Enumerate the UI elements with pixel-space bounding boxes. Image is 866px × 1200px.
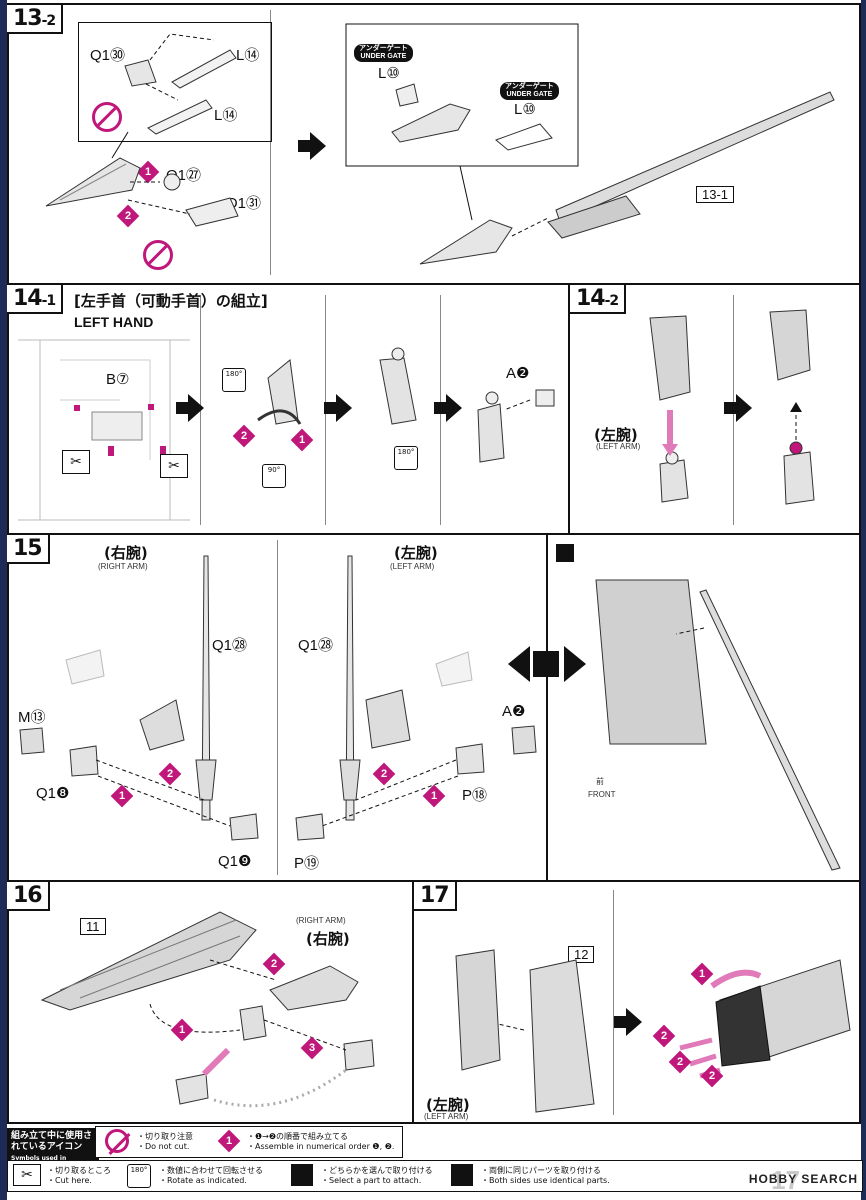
section-rule [7,880,861,882]
right-arm-label-en: (RIGHT ARM) [296,916,346,925]
step-17-drawing [455,949,851,1113]
label-l10-a: L⑩ [378,65,400,82]
step-14-1-label: 14-1 [7,285,64,314]
step-arrow [434,394,462,422]
label-m13: M⑬ [18,709,46,726]
label-q1-30: Q1㉚ [90,47,126,64]
do-not-cut-icon [105,1129,129,1153]
legend-text: ・切り取り注意・Do not cut. [137,1132,193,1151]
label-q1-28-right: Q1㉘ [212,637,248,654]
watermark-logo: HOBBY SEARCH [748,1172,858,1186]
ref-13-1: 13-1 [696,186,735,203]
callout-box-13 [78,22,272,142]
label-a2: A❷ [502,703,526,720]
right-arm-label-jp: (右腕) [104,544,148,562]
step-arrow [298,132,326,160]
label-p19: P⑲ [294,855,320,872]
both-sides-icon [451,1164,473,1186]
legend-row-top [95,1126,403,1158]
legend-text: ・切り取るところ・Cut here. [47,1166,111,1185]
order-2-marker: 2 [668,1050,692,1074]
legend-text: ・数値に合わせて回転させる・Rotate as indicated. [159,1166,263,1185]
section-rule [7,283,861,285]
order-2-marker: 2 [652,1024,676,1048]
page-number: 17 [771,1165,800,1195]
step-13-2-label: 13-2 [7,5,64,34]
left-arm-label-en: (LEFT ARM) [390,562,435,571]
label-l14-a: L⑭ [236,47,260,64]
label-b7: B⑦ [106,371,130,388]
left-arm-label-jp: (左腕) [426,1096,470,1114]
select-part-icon [291,1164,313,1186]
step-arrow [176,394,204,422]
do-not-cut-icon [92,102,122,132]
order-icon: 1 [217,1129,241,1153]
section-rule [7,1122,861,1124]
step-arrow [724,394,752,422]
divider-14 [568,283,570,535]
front-label-en: FRONT [588,790,616,799]
label-q1-8: Q1❽ [36,785,70,802]
step-14-1-subtitle: LEFT HAND [74,314,154,330]
both-sides-icon [556,544,574,562]
label-l14-b: L⑭ [214,107,238,124]
frame-right [859,3,861,1123]
step-14-2-label: 14-2 [570,285,627,314]
label-l10-b: L⑩ [514,101,536,118]
legend-text: ・どちらかを選んで取り付ける・Select a part to attach. [321,1166,433,1185]
rotate-icon: 180° [394,446,418,470]
step-arrow [614,1008,642,1036]
left-arm-label-en: (LEFT ARM) [424,1112,469,1121]
right-arm-label-jp: (右腕) [306,930,350,948]
page-edge-right [861,0,866,1200]
label-q1-28-left: Q1㉘ [298,637,334,654]
divider-16 [412,880,414,1124]
rotate-icon: 180° [222,368,246,392]
select-part-icon [533,651,559,677]
legend-text: ・両側に同じパーツを取り付ける・Both sides use identical… [481,1166,610,1185]
left-arm-label-jp: (左腕) [594,426,638,444]
order-2-marker: 2 [700,1064,724,1088]
step-15-label: 15 [7,535,50,564]
label-q1-9: Q1❾ [218,853,252,870]
rotate-icon: 180° [127,1164,151,1188]
step-17-label: 17 [414,882,457,911]
do-not-cut-icon [143,240,173,270]
divider-15 [546,533,548,882]
cut-here-icon: ✂ [160,454,188,478]
step-arrow [324,394,352,422]
ref-11: 11 [80,918,106,935]
step-14-1-title: [左手首（可動手首）の組立] [74,292,268,310]
left-arm-label-en: (LEFT ARM) [596,442,641,451]
rotate-icon: 90° [262,464,286,488]
label-a2: A❷ [506,365,530,382]
step-16-drawing [40,911,375,1108]
section-rule [7,533,861,535]
page-edge-left [0,0,7,1200]
cut-here-icon: ✂ [13,1164,41,1186]
step-15-weapon-drawing [19,555,841,871]
legend-text: ・❶→❷の順番で組み立てる・Assemble in numerical orde… [247,1132,395,1151]
front-label-jp: 前 [596,777,604,786]
divider-13 [270,10,271,275]
divider-15-mid [277,540,278,875]
step-16-label: 16 [7,882,50,911]
order-1-marker: 1 [690,962,714,986]
divider-17 [613,890,614,1115]
right-arm-label-en: (RIGHT ARM) [98,562,148,571]
step-13-2-parts-drawing [45,23,835,265]
step-14-2-arm-drawing [649,309,815,505]
label-p18: P⑱ [462,787,488,804]
section-rule [7,3,861,5]
cut-here-icon: ✂ [62,450,90,474]
step-14-1-runner-drawing [18,339,555,521]
left-arm-label-jp: (左腕) [394,544,438,562]
ref-12: 12 [568,946,595,963]
